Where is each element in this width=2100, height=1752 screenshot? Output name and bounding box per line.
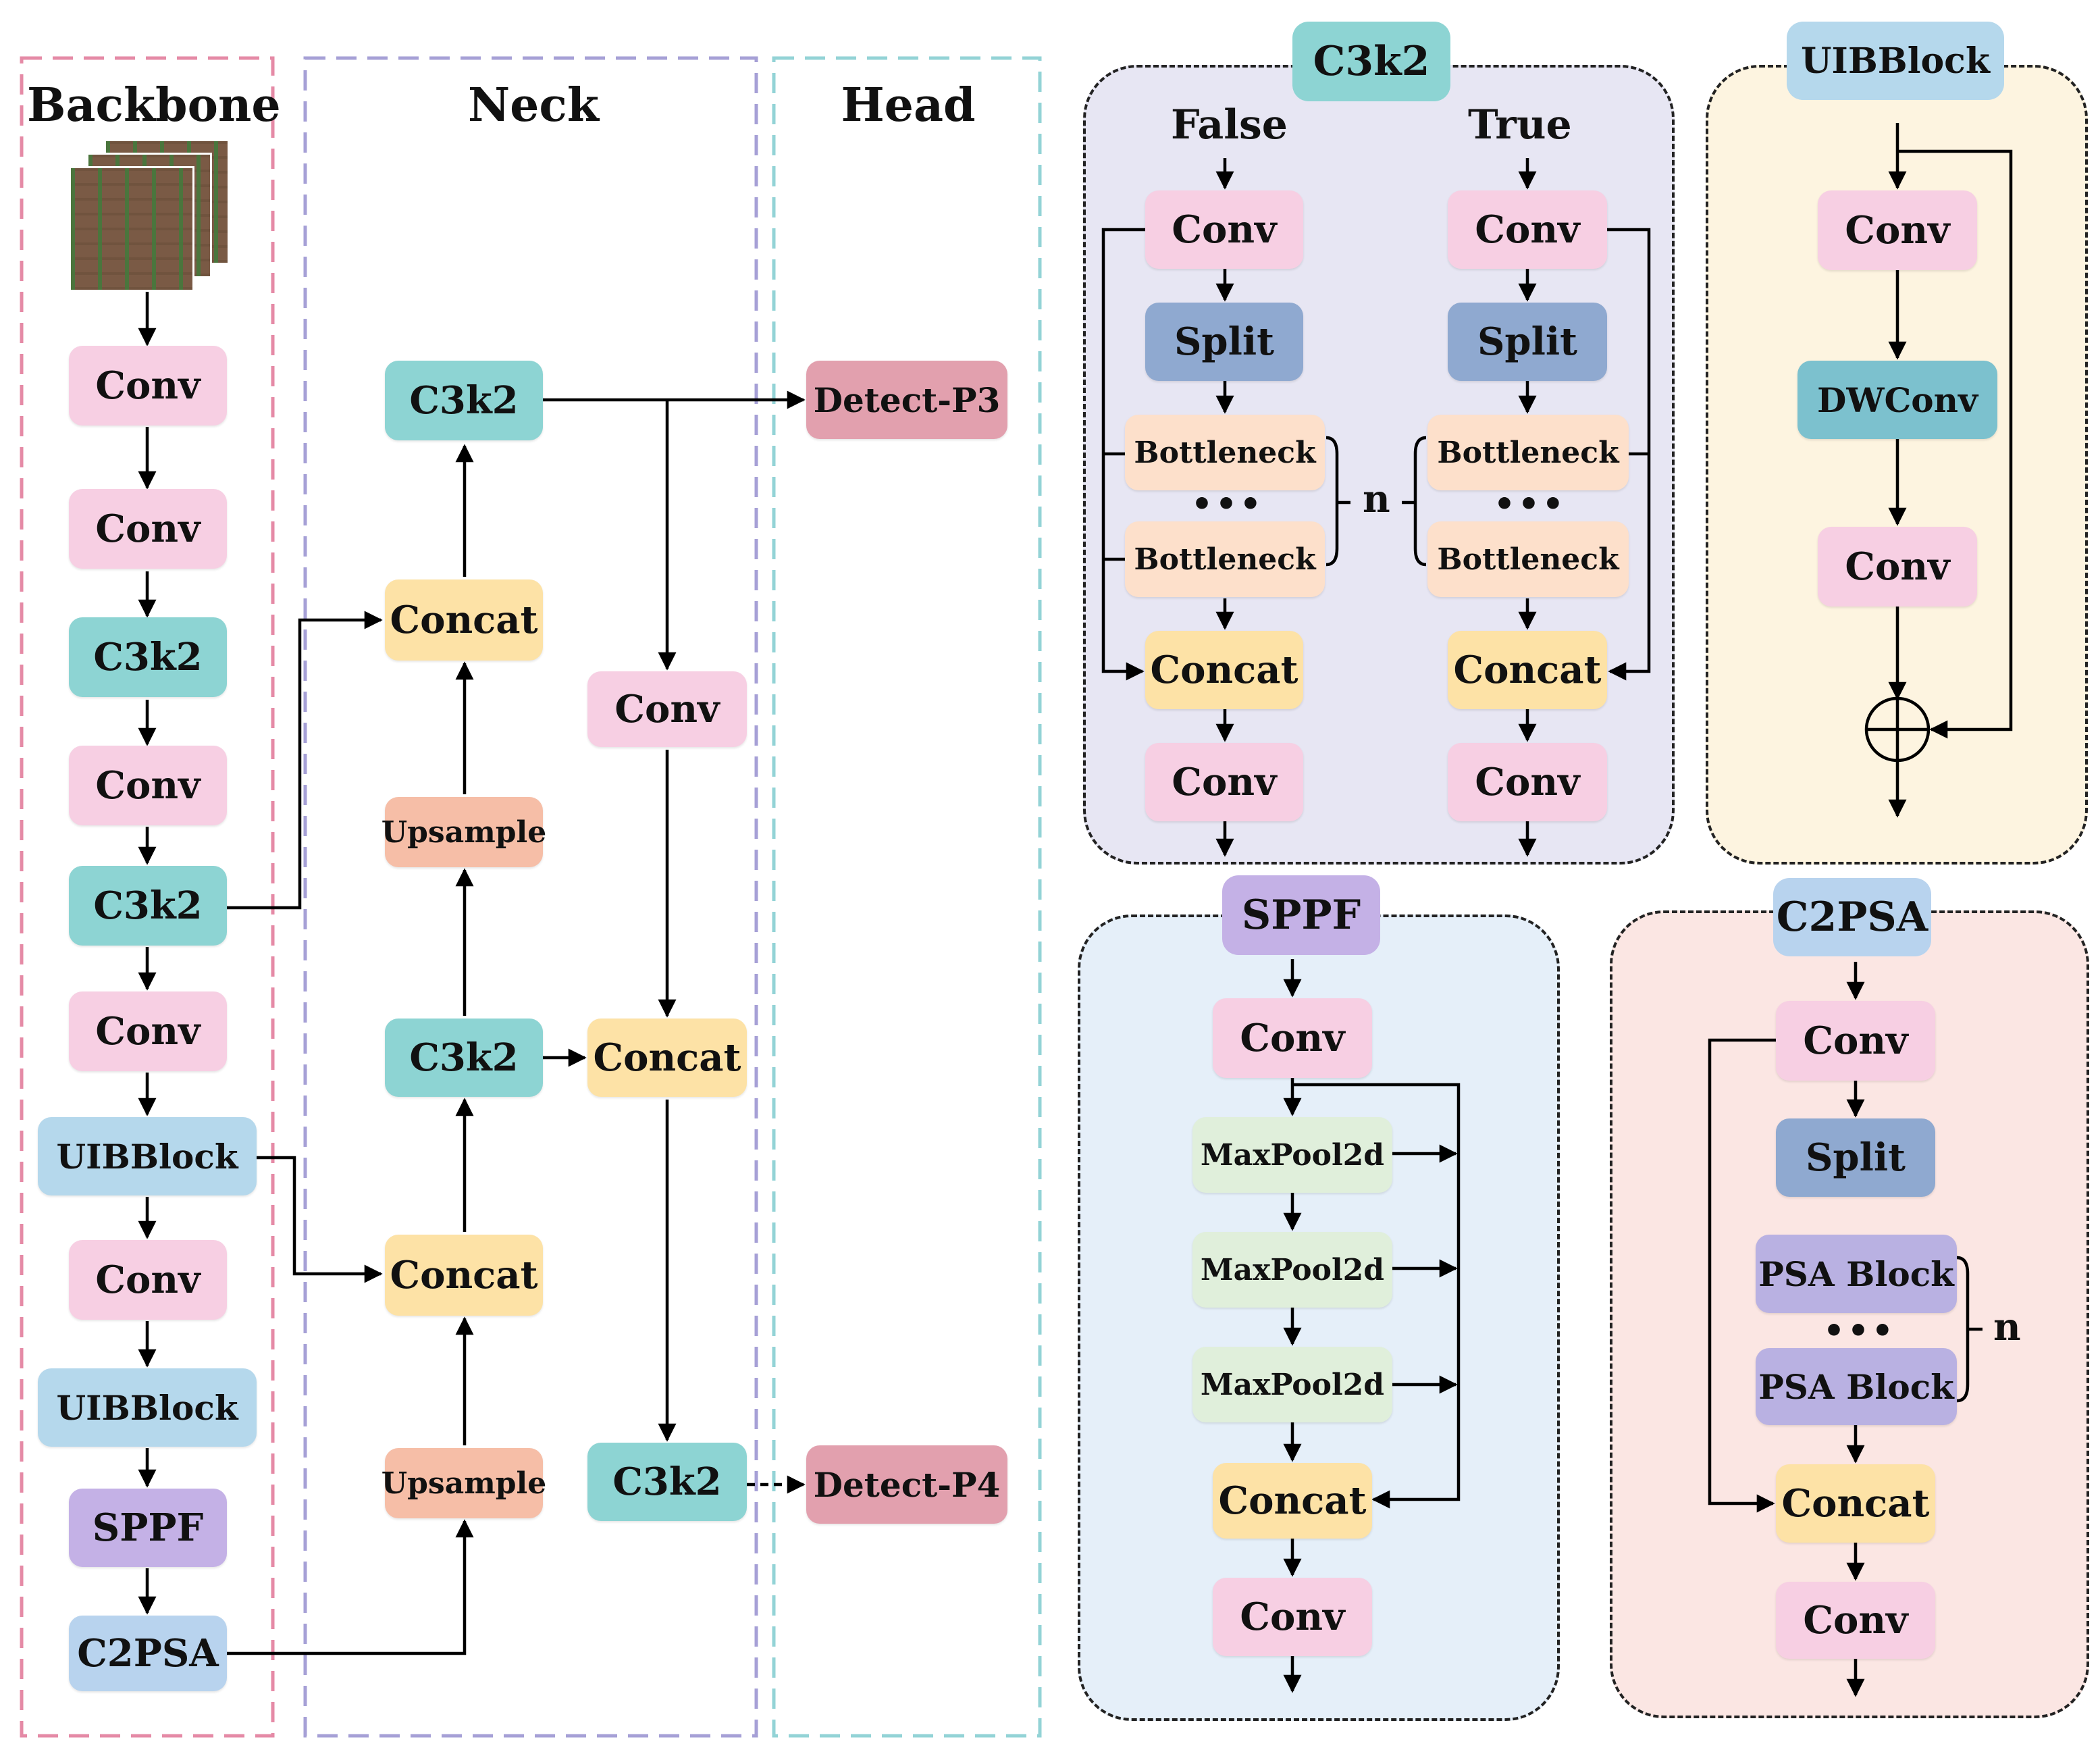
c2psa-dots: ••• bbox=[1823, 1310, 1896, 1350]
input-image-front bbox=[69, 166, 194, 292]
neck-concat-right: Concat bbox=[587, 1019, 747, 1097]
c2psa-conv-2: Conv bbox=[1776, 1582, 1935, 1659]
c3k2-true-conv-2: Conv bbox=[1448, 743, 1607, 821]
c3k2-false-conv-1: Conv bbox=[1145, 190, 1303, 269]
c3k2-true-concat: Concat bbox=[1448, 631, 1607, 709]
neck-c3k2-right: C3k2 bbox=[587, 1443, 747, 1521]
c2psa-panel-title: C2PSA bbox=[1773, 878, 1931, 956]
c3k2-true-split: Split bbox=[1448, 303, 1607, 381]
neck-concat-low: Concat bbox=[385, 1235, 543, 1316]
backbone-sppf: SPPF bbox=[69, 1489, 227, 1567]
c3k2-n-label: n bbox=[1363, 477, 1390, 521]
head-title: Head bbox=[841, 78, 976, 132]
neck-frame bbox=[303, 56, 758, 1738]
c3k2-false-split: Split bbox=[1145, 303, 1303, 381]
sppf-conv-2: Conv bbox=[1213, 1578, 1372, 1656]
sppf-concat: Concat bbox=[1213, 1463, 1372, 1539]
c3k2-true-label: True bbox=[1468, 101, 1572, 149]
sppf-maxpool-1: MaxPool2d bbox=[1192, 1117, 1392, 1193]
edge bbox=[257, 1156, 383, 1283]
edge bbox=[1897, 149, 2013, 739]
c2psa-conv-1: Conv bbox=[1776, 1001, 1935, 1081]
c2psa-split: Split bbox=[1776, 1118, 1935, 1197]
neck-upsample-top: Upsample bbox=[382, 797, 546, 867]
c3k2-panel-title: C3k2 bbox=[1292, 22, 1450, 101]
backbone-conv-1: Conv bbox=[69, 346, 227, 426]
c3k2-false-concat: Concat bbox=[1145, 631, 1303, 709]
sppf-panel-title: SPPF bbox=[1222, 875, 1380, 955]
sppf-maxpool-3: MaxPool2d bbox=[1192, 1347, 1392, 1422]
c3k2-false-conv-2: Conv bbox=[1145, 743, 1303, 821]
uibblock-panel-title: UIBBlock bbox=[1787, 22, 2004, 100]
c2psa-psa-block-1: PSA Block bbox=[1756, 1235, 1957, 1313]
backbone-uibblock-1: UIBBlock bbox=[38, 1117, 257, 1195]
c3k2-true-bottleneck-1: Bottleneck bbox=[1427, 415, 1629, 490]
edge bbox=[1101, 228, 1145, 681]
backbone-conv-2: Conv bbox=[69, 489, 227, 569]
edge bbox=[227, 611, 383, 910]
backbone-conv-4: Conv bbox=[69, 991, 227, 1071]
n-brace-right bbox=[1413, 436, 1427, 567]
edge bbox=[1292, 1083, 1461, 1509]
c3k2-false-dots: ••• bbox=[1191, 484, 1264, 523]
backbone-frame bbox=[20, 56, 275, 1738]
neck-c3k2-mid: C3k2 bbox=[385, 1019, 543, 1097]
backbone-conv-3: Conv bbox=[69, 746, 227, 825]
backbone-c3k2-1: C3k2 bbox=[69, 617, 227, 697]
backbone-conv-5: Conv bbox=[69, 1240, 227, 1320]
uib-conv-1: Conv bbox=[1818, 190, 1977, 270]
head-detect-p3: Detect-P3 bbox=[806, 361, 1007, 439]
edge bbox=[1607, 228, 1651, 681]
backbone-uibblock-2: UIBBlock bbox=[38, 1368, 257, 1447]
sppf-conv-1: Conv bbox=[1213, 998, 1372, 1078]
neck-conv-right: Conv bbox=[587, 671, 747, 747]
neck-title: Neck bbox=[468, 78, 599, 132]
edge bbox=[227, 1519, 474, 1655]
edge bbox=[1708, 1038, 1776, 1513]
c3k2-false-bottleneck-1: Bottleneck bbox=[1125, 415, 1325, 490]
n-brace-psa bbox=[1956, 1256, 1970, 1403]
c3k2-true-bottleneck-2: Bottleneck bbox=[1427, 521, 1629, 597]
n-brace-left bbox=[1325, 436, 1339, 567]
uib-conv-2: Conv bbox=[1818, 527, 1977, 607]
neck-c3k2-top: C3k2 bbox=[385, 361, 543, 440]
c2psa-n-label: n bbox=[1993, 1305, 2021, 1349]
backbone-c2psa: C2PSA bbox=[69, 1616, 227, 1691]
c3k2-true-dots: ••• bbox=[1494, 484, 1567, 523]
backbone-title: Backbone bbox=[27, 78, 281, 132]
c2psa-psa-block-2: PSA Block bbox=[1756, 1348, 1957, 1425]
head-detect-p4: Detect-P4 bbox=[806, 1445, 1007, 1524]
c3k2-false-label: False bbox=[1171, 101, 1288, 149]
head-frame bbox=[772, 56, 1042, 1738]
sppf-maxpool-2: MaxPool2d bbox=[1192, 1232, 1392, 1308]
uib-dwconv: DWConv bbox=[1797, 361, 1997, 439]
c2psa-concat: Concat bbox=[1776, 1464, 1935, 1543]
neck-upsample-low: Upsample bbox=[382, 1448, 546, 1518]
backbone-c3k2-2: C3k2 bbox=[69, 866, 227, 946]
c3k2-true-conv-1: Conv bbox=[1448, 190, 1607, 269]
neck-concat-top: Concat bbox=[385, 579, 543, 661]
c3k2-false-bottleneck-2: Bottleneck bbox=[1125, 521, 1325, 597]
